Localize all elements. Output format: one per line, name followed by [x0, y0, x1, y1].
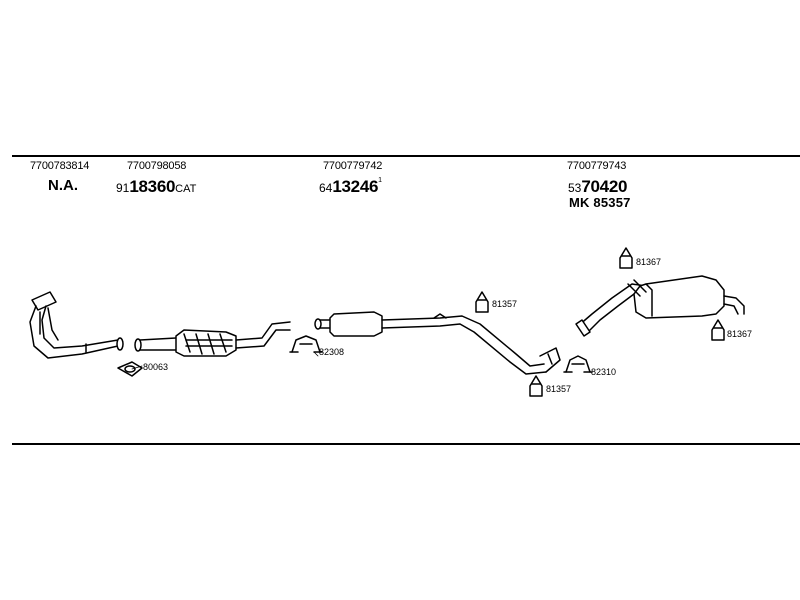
- part-code-catalyst-suffix: CAT: [175, 183, 197, 195]
- part-code-catalyst: 9118360CAT: [116, 178, 196, 196]
- label-rear-mount-upper: 81367: [636, 257, 662, 267]
- oe-number-catalyst: 7700798058: [127, 160, 187, 172]
- part-code-middle-silencer-footnote: 1: [378, 177, 383, 184]
- part-code-rear-silencer-prefix: 53: [568, 181, 582, 195]
- catalytic-converter: [134, 321, 291, 357]
- part-code-rear-silencer-number: 70420: [581, 177, 628, 196]
- rubber-mount-81367-upper: [619, 247, 633, 269]
- oe-number-front-pipe: 7700783814: [30, 160, 90, 172]
- rubber-mount-81367-lower: [711, 319, 725, 341]
- label-clamp-82308: 82308: [319, 347, 345, 357]
- part-code-middle-silencer-prefix: 64: [319, 181, 333, 195]
- label-rubber-mount-upper: 81357: [492, 299, 518, 309]
- label-clamp-82310: 82310: [591, 367, 617, 377]
- label-rubber-mount-lower: 81357: [546, 384, 572, 394]
- part-code-middle-silencer: 64132461: [319, 177, 383, 196]
- part-code-catalyst-number: 18360: [129, 177, 176, 196]
- part-code-front-pipe: N.A.: [48, 177, 78, 194]
- rubber-mount-81357-upper: [475, 291, 489, 313]
- label-gasket: 80063: [143, 362, 169, 372]
- label-rear-mount-lower: 81367: [727, 329, 753, 339]
- top-rule: [12, 155, 800, 157]
- part-code-middle-silencer-number: 13246: [332, 177, 379, 196]
- clamp-82310: [563, 355, 593, 373]
- rubber-mount-81357-lower: [529, 375, 543, 397]
- rear-silencer: [575, 275, 745, 337]
- oe-number-middle-silencer: 7700779742: [323, 160, 383, 172]
- clamp-82308: [289, 335, 323, 353]
- oe-number-rear-silencer: 7700779743: [567, 160, 627, 172]
- front-pipe: [29, 291, 124, 359]
- bottom-rule: [12, 443, 800, 445]
- part-code-rear-silencer: 5370420: [568, 178, 627, 196]
- mounting-kit-code: MK 85357: [569, 195, 631, 210]
- part-code-catalyst-prefix: 91: [116, 181, 130, 195]
- gasket-80063: [117, 361, 143, 377]
- middle-silencer-pipe: [314, 311, 561, 375]
